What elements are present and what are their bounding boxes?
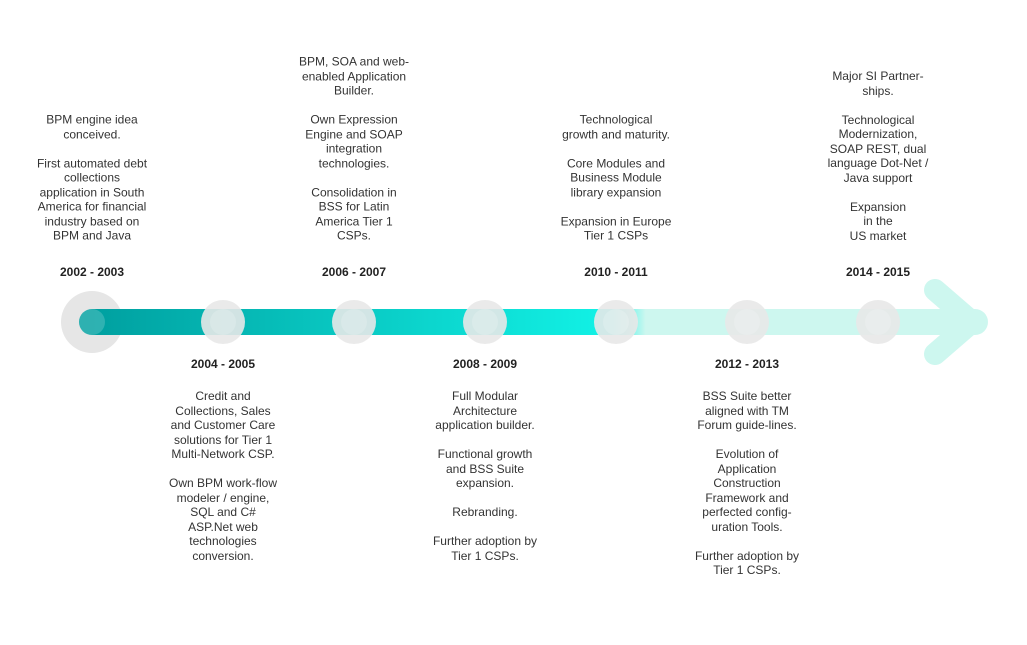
milestone-description: BPM, SOA and web-enabled Application Bui… xyxy=(298,54,410,243)
milestone-year: 2002 - 2003 xyxy=(59,265,125,279)
milestone-node-ring xyxy=(201,300,245,344)
milestone-node xyxy=(341,309,367,335)
milestone-node-ring xyxy=(594,300,638,344)
milestone-year: 2004 - 2005 xyxy=(190,357,256,371)
milestone-description: BSS Suite better aligned with TM Forum g… xyxy=(694,389,800,577)
milestone-node xyxy=(210,309,236,335)
milestone-description: Technological growth and maturity. Core … xyxy=(560,112,672,243)
milestone-node xyxy=(603,309,629,335)
milestone-node-ring xyxy=(725,300,769,344)
milestone-year: 2012 - 2013 xyxy=(714,357,780,371)
milestone-description: Credit and Collections, Sales and Custom… xyxy=(168,389,278,563)
milestone-description: Full Modular Architecture application bu… xyxy=(432,389,538,563)
milestone-year: 2008 - 2009 xyxy=(452,357,518,371)
milestone-node-ring xyxy=(332,300,376,344)
milestone-description: Major SI Partner-ships. Technological Mo… xyxy=(827,69,929,243)
milestone-node xyxy=(79,309,105,335)
milestone-node-ring xyxy=(463,300,507,344)
milestone-node xyxy=(734,309,760,335)
milestone-year: 2010 - 2011 xyxy=(584,265,648,279)
milestone-node-ring xyxy=(856,300,900,344)
milestone-description: BPM engine idea conceived. First automat… xyxy=(36,112,148,243)
milestone-year: 2014 - 2015 xyxy=(845,265,911,279)
milestone-node xyxy=(472,309,498,335)
milestone-year: 2006 - 2007 xyxy=(321,265,387,279)
timeline-arrow-head xyxy=(924,279,983,365)
milestone-node xyxy=(865,309,891,335)
